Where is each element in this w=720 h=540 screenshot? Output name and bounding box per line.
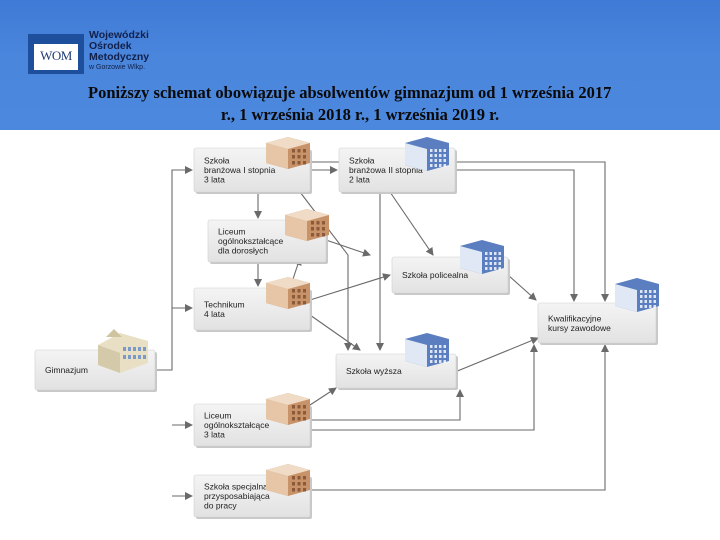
school-building-icon bbox=[98, 329, 148, 373]
logo-line-2: Ośrodek bbox=[89, 40, 132, 52]
node-label: Technikum bbox=[204, 299, 245, 309]
arrow-0 bbox=[155, 166, 193, 371]
node-label: ogólnokształcące bbox=[218, 236, 283, 246]
arrow-17 bbox=[310, 344, 538, 431]
arrow-12 bbox=[309, 273, 391, 301]
node-label: Szkoła specjalna bbox=[204, 482, 268, 492]
node-label: przysposabiająca bbox=[204, 491, 270, 501]
arrow-14 bbox=[507, 274, 537, 301]
node-label: branżowa II stopnia bbox=[349, 165, 423, 175]
node-label: 4 lata bbox=[204, 309, 225, 319]
arrow-15 bbox=[454, 336, 539, 373]
blue-building-icon bbox=[615, 278, 659, 312]
logo-line-4: w Gorzowie Wlkp. bbox=[89, 64, 146, 71]
title-line-1: Poniższy schemat obowiązuje absolwentów … bbox=[88, 83, 612, 102]
institution-logo: WOM Wojewódzki Ośrodek Metodyczny w Gorz… bbox=[28, 30, 158, 78]
brown-building-icon bbox=[266, 393, 310, 425]
node-label: ogólnokształcące bbox=[204, 420, 269, 430]
node-box bbox=[537, 302, 657, 344]
node-wyz: Szkoła wyższa bbox=[335, 333, 458, 390]
node-label: dla dorosłych bbox=[218, 246, 268, 256]
node-label: Gimnazjum bbox=[45, 365, 88, 375]
slide-title: Poniższy schemat obowiązuje absolwentów … bbox=[0, 82, 720, 126]
logo-abbreviation: WOM bbox=[40, 48, 72, 63]
node-label: branżowa I stopnia bbox=[204, 165, 276, 175]
node-label: kursy zawodowe bbox=[548, 323, 611, 333]
node-label: 3 lata bbox=[204, 430, 225, 440]
logo-badge: WOM bbox=[28, 34, 84, 74]
node-label: 3 lata bbox=[204, 175, 225, 185]
arrow-13 bbox=[309, 314, 361, 351]
node-label: Kwalifikacyjne bbox=[548, 313, 602, 323]
blue-building-icon bbox=[405, 137, 449, 171]
brown-building-icon bbox=[285, 209, 329, 241]
arrow-16 bbox=[310, 389, 464, 421]
brown-building-icon bbox=[266, 277, 310, 309]
node-label: 2 lata bbox=[349, 175, 370, 185]
node-label: Szkoła wyższa bbox=[346, 366, 402, 376]
blue-building-icon bbox=[460, 240, 504, 274]
blue-building-icon bbox=[405, 333, 449, 367]
logo-line-1: Wojewódzki bbox=[89, 29, 149, 41]
node-label: do pracy bbox=[204, 501, 237, 511]
logo-text: Wojewódzki Ośrodek Metodyczny w Gorzowie… bbox=[89, 30, 149, 72]
arrow-10 bbox=[455, 169, 578, 302]
arrow-7 bbox=[389, 191, 434, 256]
node-label: Szkoła bbox=[349, 156, 375, 166]
node-label: Liceum bbox=[218, 227, 245, 237]
arrow-11 bbox=[325, 239, 371, 257]
node-gim: Gimnazjum bbox=[34, 329, 157, 392]
arrow-21 bbox=[309, 387, 337, 406]
book-icon bbox=[34, 44, 78, 70]
node-label: Szkoła policealna bbox=[402, 270, 468, 280]
node-pol: Szkoła policealna bbox=[391, 240, 510, 295]
arrow-18 bbox=[310, 344, 609, 491]
node-label: Liceum bbox=[204, 411, 231, 421]
brown-building-icon bbox=[266, 464, 310, 496]
node-label: Szkoła bbox=[204, 156, 230, 166]
header-banner: WOM Wojewódzki Ośrodek Metodyczny w Gorz… bbox=[0, 0, 720, 130]
brown-building-icon bbox=[266, 137, 310, 169]
logo-line-3: Metodyczny bbox=[89, 51, 150, 63]
title-line-2: r., 1 września 2018 r., 1 września 2019 … bbox=[220, 105, 500, 124]
